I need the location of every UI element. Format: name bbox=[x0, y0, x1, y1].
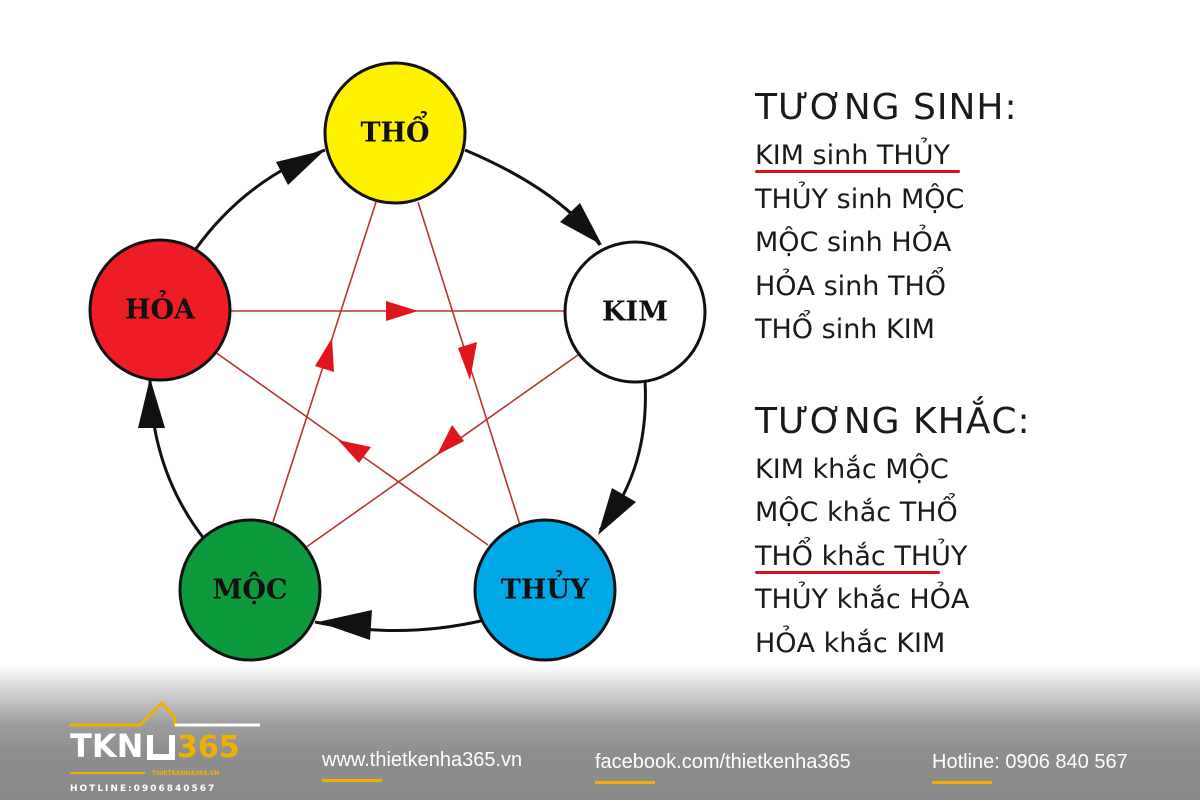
arrow-tho-kim bbox=[560, 203, 602, 245]
logo-subtitle: THIETKENHA365.VN bbox=[152, 770, 219, 777]
arrow-hoa-tho bbox=[276, 150, 325, 185]
arrow-thuy-moc bbox=[318, 610, 372, 640]
rule-item: THỦY sinh MỘC bbox=[755, 183, 965, 215]
red-underline bbox=[755, 570, 940, 574]
footer: TKN 365 THIETKENHA365.VN HOTLINE:0906840… bbox=[0, 665, 1200, 800]
rules-panel: TƯƠNG SINH: KIM sinh THỦY THỦY sinh MỘC … bbox=[755, 82, 1031, 665]
generating-arrows bbox=[138, 150, 636, 640]
arrow-hoa-kim bbox=[386, 301, 418, 321]
node-hoa: HỎA bbox=[88, 238, 232, 382]
arrow-tho-thuy bbox=[458, 342, 477, 380]
rule-item: THỔ khắc THỦY bbox=[755, 540, 968, 574]
rule-item: KIM sinh THỦY bbox=[755, 134, 1031, 178]
node-tho: THỔ bbox=[323, 61, 467, 205]
node-label: HỎA bbox=[125, 289, 196, 326]
rule-item: THỔ sinh KIM bbox=[755, 314, 935, 345]
five-elements-diagram: THỔ KIM THỦY MỘC HỎA bbox=[88, 61, 707, 662]
website-link[interactable]: www.thietkenha365.vn bbox=[322, 749, 522, 782]
facebook-link[interactable]: facebook.com/thietkenha365 bbox=[595, 751, 851, 784]
accent-bar bbox=[595, 781, 655, 784]
svg-text:365: 365 bbox=[177, 730, 240, 765]
tuong-khac-title: TƯƠNG KHẮC: bbox=[755, 400, 1031, 442]
tkn365-logo: TKN 365 THIETKENHA365.VN HOTLINE:0906840… bbox=[70, 700, 260, 794]
node-label: KIM bbox=[602, 297, 668, 328]
arrow-moc-hoa bbox=[138, 378, 165, 428]
overcoming-star bbox=[214, 201, 586, 549]
hotline: Hotline: 0906 840 567 bbox=[932, 751, 1128, 784]
svg-text:TKN: TKN bbox=[70, 727, 143, 765]
logo-hotline: HOTLINE:0906840567 bbox=[70, 784, 216, 794]
rule-item: MỘC sinh HỎA bbox=[755, 227, 952, 258]
rule-item: KIM khắc MỘC bbox=[755, 453, 949, 485]
rule-item: MỘC khắc THỔ bbox=[755, 497, 958, 528]
node-label: MỘC bbox=[213, 571, 288, 606]
node-thuy: THỦY bbox=[473, 518, 617, 662]
rule-item: HỎA khắc KIM bbox=[755, 627, 946, 659]
node-moc: MỘC bbox=[178, 518, 322, 662]
arrow-thuy-hoa bbox=[338, 440, 371, 463]
arc-moc-hoa bbox=[148, 374, 207, 541]
rule-item: THỦY khắc HỎA bbox=[755, 584, 970, 615]
arrow-moc-tho bbox=[315, 338, 334, 372]
accent-bar bbox=[932, 781, 992, 784]
overcoming-arrows bbox=[315, 301, 477, 463]
arrow-kim-thuy bbox=[598, 488, 636, 535]
arrow-kim-moc bbox=[437, 425, 464, 455]
node-label: THỦY bbox=[501, 569, 590, 606]
tuong-sinh-title: TƯƠNG SINH: bbox=[755, 87, 1018, 128]
red-underline bbox=[755, 170, 960, 173]
node-kim: KIM bbox=[563, 240, 707, 384]
rule-item: HỎA sinh THỔ bbox=[755, 270, 947, 302]
accent-bar bbox=[322, 779, 382, 782]
